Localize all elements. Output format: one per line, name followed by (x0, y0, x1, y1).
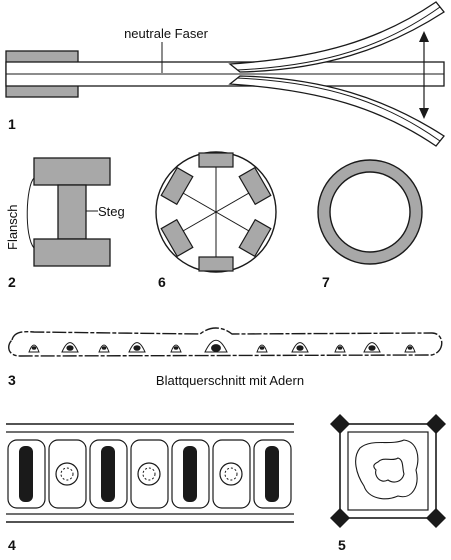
corner-strand-bottom-right (426, 508, 446, 528)
beam-bent-down (228, 75, 445, 147)
panel-1-beam-bending: neutrale Faser 1 (5, 1, 445, 147)
cell-nucleus (137, 462, 161, 486)
pith (373, 457, 405, 483)
web (57, 184, 87, 240)
spoke-diagonal-b (175, 188, 257, 236)
arrow-head-up (419, 31, 429, 42)
veins (28, 339, 416, 353)
cells (7, 439, 292, 509)
panel-7-hollow-tube: 7 (317, 159, 423, 290)
vein-xylem (101, 346, 107, 350)
figure-number-4: 4 (8, 537, 16, 553)
vein-xylem (407, 346, 413, 350)
top-flange (33, 157, 111, 186)
arrow-head-down (419, 108, 429, 119)
strand-upper-right (238, 166, 272, 206)
fiber-strand (183, 446, 197, 502)
corner-strand-top-right (426, 414, 446, 434)
figure-number-2: 2 (8, 274, 16, 290)
leaf-outline (8, 327, 443, 357)
vein-xylem (31, 346, 37, 350)
panel-4-cell-section: 4 (6, 423, 294, 553)
vein-xylem (133, 345, 141, 351)
cell-nucleus (219, 462, 243, 486)
panel-3-leaf-section: 3 Blattquerschnitt mit Adern (8, 327, 443, 388)
corner-strand-bottom-left (330, 508, 350, 528)
figure-number-3: 3 (8, 372, 16, 388)
vein-xylem (173, 346, 179, 350)
web-label: Steg (98, 204, 125, 219)
strand-upper-left (160, 166, 194, 206)
panel-6-reinforced-circle: 6 (155, 151, 277, 290)
vein-xylem (337, 346, 343, 350)
figure-number-6: 6 (158, 274, 166, 290)
fiber-strand (101, 446, 115, 502)
tissue-ring (355, 439, 419, 500)
vein-xylem (296, 345, 304, 351)
nucleus-granules (142, 467, 156, 481)
flange-pointer (26, 177, 35, 249)
bottom-flange (33, 238, 111, 267)
vein-xylem (66, 345, 74, 351)
strand-bottom (198, 256, 234, 272)
nucleus-granules (60, 467, 74, 481)
leaf-caption: Blattquerschnitt mit Adern (156, 373, 304, 388)
nucleus-granules (224, 467, 238, 481)
neutral-fiber-label: neutrale Faser (124, 26, 208, 41)
figure-number-1: 1 (8, 116, 16, 132)
panel-2-i-beam: Flansch Steg 2 (5, 157, 125, 290)
beam-bent-up-fiber (236, 6, 441, 71)
vein-xylem (368, 345, 376, 351)
flange-label: Flansch (5, 204, 20, 250)
strand-lower-right (238, 218, 272, 258)
vein-xylem (211, 344, 221, 352)
inner-square (347, 431, 429, 511)
fiber-strand (19, 446, 33, 502)
tube-inner (329, 171, 411, 253)
figure-number-5: 5 (338, 537, 346, 553)
cell-nucleus (55, 462, 79, 486)
fiber-strand (265, 446, 279, 502)
corner-strand-top-left (330, 414, 350, 434)
panel-5-square-stem: 5 (330, 414, 446, 553)
vein-xylem (259, 346, 265, 350)
beam-bent-up (228, 1, 445, 73)
strand-lower-left (160, 218, 194, 258)
figure-number-7: 7 (322, 274, 330, 290)
strand-top (198, 152, 234, 168)
beam-bent-down-fiber (236, 77, 441, 142)
